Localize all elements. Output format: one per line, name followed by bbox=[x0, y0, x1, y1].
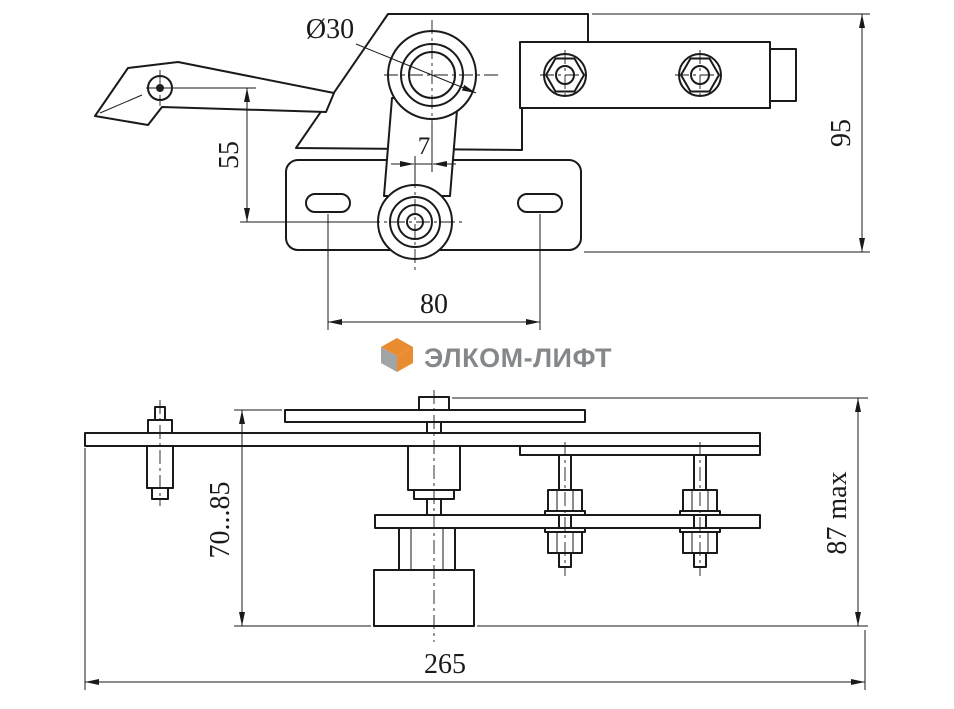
watermark-logo: ЭЛКОМ-ЛИФТ bbox=[381, 338, 612, 373]
hook-notch-line bbox=[99, 94, 143, 114]
dimensions-top: Ø30 7 55 80 95 bbox=[146, 13, 870, 330]
lever-hook-arm bbox=[94, 61, 335, 126]
logo-text: ЭЛКОМ-ЛИФТ bbox=[424, 343, 612, 373]
dim-265-label: 265 bbox=[424, 649, 466, 680]
bottom-block bbox=[373, 527, 475, 627]
slot-right bbox=[517, 193, 563, 213]
upper-plate-side bbox=[284, 409, 586, 423]
main-plate-side bbox=[84, 432, 761, 447]
dimensions-side: 70...85 87 max 265 bbox=[84, 397, 868, 690]
dim-55-label: 55 bbox=[214, 141, 245, 169]
lower-pivot-boss bbox=[377, 184, 453, 260]
side-view: 70...85 87 max 265 bbox=[84, 390, 868, 690]
dim-offset-label: 7 bbox=[418, 133, 431, 160]
dim-95-label: 95 bbox=[826, 119, 857, 147]
center-lines-top bbox=[159, 20, 725, 272]
dim-80-label: 80 bbox=[420, 289, 448, 320]
center-lines-side bbox=[159, 390, 701, 642]
top-view: Ø30 7 55 80 95 bbox=[94, 13, 870, 330]
slot-left bbox=[305, 193, 351, 213]
dim-87-max-label: 87 max bbox=[822, 471, 853, 554]
clamp-bar-side bbox=[519, 445, 761, 456]
leader-diameter bbox=[355, 43, 477, 94]
logo-cube-icon bbox=[381, 338, 413, 372]
dim-diameter-label: Ø30 bbox=[306, 14, 354, 45]
dim-70-85-label: 70...85 bbox=[205, 482, 236, 559]
clamp-bar-end bbox=[769, 48, 797, 102]
